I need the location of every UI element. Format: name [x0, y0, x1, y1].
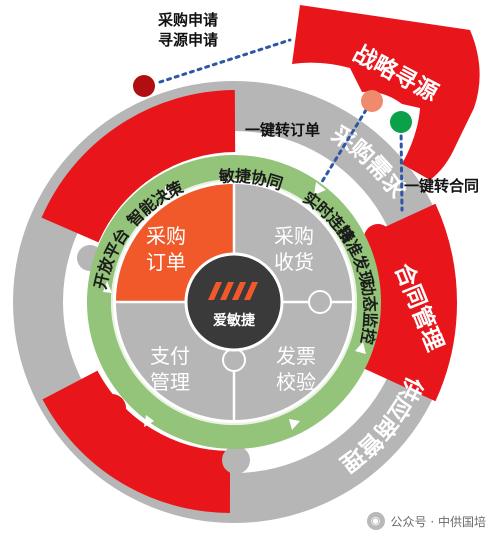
- segment-supplier-management: [42, 369, 231, 513]
- callout-top-line2: 寻源申请: [158, 31, 219, 49]
- segment-purchase-demand: [41, 90, 236, 244]
- quadrant-label-invoice-1: 发票: [276, 344, 316, 368]
- connector-dot-red: [133, 75, 155, 97]
- puzzle-knob: [364, 224, 392, 252]
- ring-arrows: [103, 182, 366, 430]
- brand-logo-icon: [208, 282, 258, 300]
- puzzle-knob: [98, 394, 126, 422]
- callout-top-line1: 采购申请: [158, 11, 219, 29]
- callout-purchase-sourcing-request: 采购申请 寻源申请: [158, 10, 218, 50]
- quadrant-label-payment-2: 管理: [150, 370, 190, 394]
- middle-green-ring: [87, 155, 381, 449]
- center-logo-disc: [184, 252, 284, 352]
- callout-one-click-order: 一键转订单: [245, 121, 321, 139]
- puzzle-knob: [308, 290, 332, 314]
- wechat-icon: ◉: [366, 512, 385, 530]
- quadrant-label-invoice-2: 校验: [276, 370, 316, 394]
- connector-dot-salmon: [361, 90, 383, 112]
- segment-strategic-sourcing: [292, 5, 480, 180]
- dotted-connectors: [158, 38, 404, 212]
- quadrant-label-payment-1: 支付: [150, 344, 190, 368]
- puzzle-knob: [222, 348, 246, 372]
- connector-dot-green: [390, 111, 412, 133]
- puzzle-knob: [222, 446, 250, 474]
- quadrant-label-receipt-1: 采购: [274, 224, 314, 248]
- watermark: ◉ 公众号 · 中供国培: [366, 512, 486, 530]
- quadrant-label-order-2: 订单: [146, 250, 186, 274]
- quadrant-label-order-1: 采购: [146, 224, 186, 248]
- brand-name: 爱敏捷: [213, 312, 256, 329]
- callout-one-click-contract: 一键转合同: [404, 177, 480, 195]
- segment-contract-management: [364, 203, 457, 402]
- quadrant-label-receipt-2: 收货: [274, 250, 314, 274]
- watermark-text: 公众号 · 中供国培: [390, 514, 486, 529]
- middle-ring-inner-edge: [111, 179, 357, 425]
